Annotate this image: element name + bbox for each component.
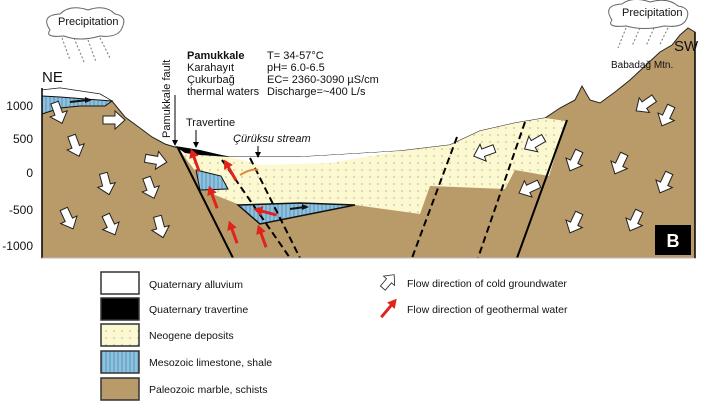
- svg-text:Paleozoic marble, schists: Paleozoic marble, schists: [149, 384, 267, 396]
- svg-text:0: 0: [26, 166, 33, 180]
- svg-text:Discharge=~400 L/s: Discharge=~400 L/s: [267, 86, 366, 98]
- svg-text:-1000: -1000: [2, 239, 33, 253]
- svg-text:Karahayıt: Karahayıt: [187, 62, 234, 74]
- precipitation-left: Precipitation: [58, 16, 119, 28]
- alluvium-unit: [230, 151, 400, 165]
- fault-dashed-4: [477, 121, 526, 259]
- pamukkale-fault-line: [177, 147, 234, 259]
- limestone-lower: [236, 202, 356, 225]
- precipitation-right: Precipitation: [622, 7, 683, 19]
- geothermal-arrows: [69, 97, 309, 249]
- travertine-unit: [175, 146, 230, 157]
- sw-label: SW: [674, 38, 699, 55]
- svg-text:pH= 6.0-6.5: pH= 6.0-6.5: [267, 62, 325, 74]
- white-arrow-icon: [376, 269, 401, 294]
- panel-label: B: [667, 231, 680, 251]
- svg-text:-500: -500: [9, 203, 33, 217]
- legend: Quaternary alluvium Quaternary travertin…: [100, 269, 568, 401]
- panel-label-box: [655, 225, 691, 255]
- travertine-label: Travertine: [186, 117, 235, 129]
- svg-text:1000: 1000: [6, 99, 33, 113]
- fault-dashed-2: [249, 157, 301, 259]
- svg-text:thermal waters: thermal waters: [187, 86, 260, 98]
- svg-text:Çukurbağ: Çukurbağ: [187, 74, 235, 86]
- limestone-fault: [195, 169, 229, 191]
- svg-text:Flow direction of geothermal w: Flow direction of geothermal water: [407, 304, 568, 316]
- y-axis-ticks: 1000 500 0 -500 -1000: [2, 99, 33, 253]
- svg-text:Neogene deposits: Neogene deposits: [149, 330, 234, 342]
- ne-label: NE: [42, 69, 63, 86]
- mountain-label: Babadağ Mtn.: [611, 60, 673, 71]
- svg-text:Quaternary travertine: Quaternary travertine: [149, 304, 248, 316]
- fault-solid-sw: [516, 119, 568, 259]
- svg-text:Pamukkale: Pamukkale: [187, 50, 244, 62]
- svg-text:Flow direction of cold groundw: Flow direction of cold groundwater: [407, 278, 567, 290]
- svg-text:500: 500: [13, 132, 33, 146]
- thermal-water-info: Pamukkale Karahayıt Çukurbağ thermal wat…: [187, 50, 379, 98]
- paleozoic-unit: [41, 27, 696, 259]
- neogene-unit: [178, 118, 566, 214]
- svg-text:Mesozoic limestone, shale: Mesozoic limestone, shale: [149, 357, 272, 369]
- cloud-right-icon: [608, 0, 689, 49]
- svg-text:T= 34-57°C: T= 34-57°C: [267, 50, 324, 62]
- fault-label: Pamukkale fault: [161, 60, 173, 138]
- red-arrow-icon: [379, 295, 401, 319]
- cloud-left-icon: [46, 7, 125, 63]
- svg-text:EC= 2360-3090 µS/cm: EC= 2360-3090 µS/cm: [267, 74, 379, 86]
- limestone-ne: [41, 95, 114, 115]
- stream-label: Çürüksu stream: [233, 133, 311, 145]
- svg-text:Quaternary alluvium: Quaternary alluvium: [149, 279, 243, 291]
